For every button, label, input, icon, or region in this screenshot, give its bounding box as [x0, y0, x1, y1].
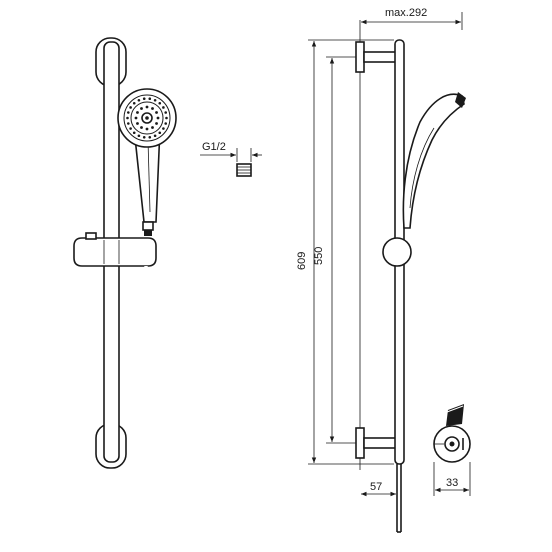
spray-nozzle [153, 98, 157, 102]
spray-nozzle [136, 111, 139, 114]
spray-nozzle [155, 122, 158, 125]
spray-nozzle [126, 122, 130, 125]
spray-nozzle [158, 101, 162, 105]
spray-nozzle [126, 111, 130, 114]
side-view: max.292 609 550 57 [296, 7, 466, 533]
spray-nozzle [145, 127, 149, 131]
slider-detail: 33 [433, 404, 471, 496]
spray-nozzle [137, 98, 141, 102]
spray-nozzle [155, 111, 158, 114]
spray-nozzle [129, 127, 132, 130]
spray-nozzle [151, 126, 154, 129]
side-hose [396, 464, 402, 533]
dimension-550: 550 [313, 56, 356, 444]
spray-nozzle [164, 111, 168, 114]
spray-nozzle [165, 116, 168, 120]
dimension-57-label: 57 [370, 481, 382, 493]
spray-nozzle [153, 134, 157, 138]
front-view: G1/2 [73, 37, 262, 542]
spray-nozzle [162, 106, 165, 109]
spray-nozzle [158, 131, 162, 135]
spray-nozzle [148, 97, 152, 100]
spray-nozzle [140, 107, 143, 110]
side-bottom-bracket [355, 427, 398, 459]
spray-nozzle [132, 131, 136, 135]
front-hose [144, 174, 246, 542]
dimension-609: 609 [296, 39, 394, 465]
spray-nozzle [164, 122, 168, 125]
dimension-max292: max.292 [361, 7, 463, 30]
spray-nozzle [137, 134, 141, 138]
spray-nozzle [162, 127, 165, 130]
spray-nozzle [140, 126, 143, 129]
dimension-33: 33 [433, 462, 471, 496]
spray-nozzle [145, 105, 149, 109]
dimension-550-label: 550 [313, 247, 325, 265]
dimension-33-label: 33 [446, 477, 458, 489]
spray-nozzles [126, 97, 168, 139]
front-hand-shower [117, 88, 177, 236]
spray-nozzle [151, 107, 154, 110]
spray-nozzle [129, 106, 132, 109]
spray-nozzle [126, 116, 129, 120]
spray-nozzle [142, 136, 146, 139]
spray-nozzle [156, 116, 160, 120]
dimension-57: 57 [361, 470, 398, 500]
dimension-g12: G1/2 [200, 141, 262, 162]
front-slider [73, 232, 157, 267]
hose-nut [236, 163, 252, 177]
dimension-609-label: 609 [296, 252, 308, 270]
spray-nozzle [134, 116, 138, 120]
dimension-g12-label: G1/2 [202, 141, 226, 153]
side-slider [382, 237, 412, 267]
spray-nozzle [148, 136, 152, 139]
spray-nozzle [136, 122, 139, 125]
side-hand-shower [402, 92, 466, 229]
spray-nozzle [142, 97, 146, 100]
spray-nozzle [132, 101, 136, 105]
dimension-max292-label: max.292 [385, 7, 427, 19]
side-top-bracket [355, 41, 398, 73]
